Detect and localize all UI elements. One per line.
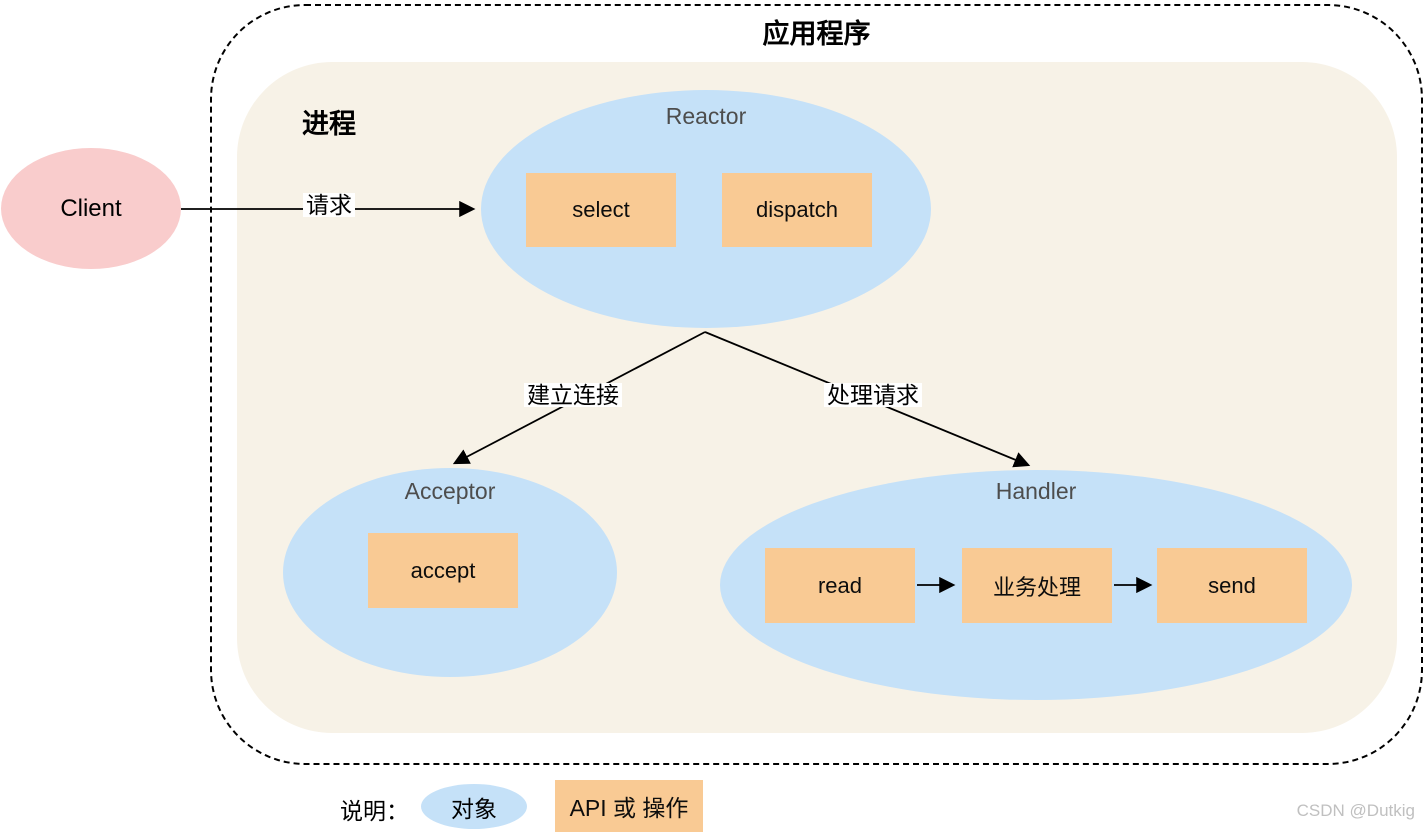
handler-label: Handler [995,478,1077,504]
client-node: Client [1,148,181,269]
acceptor-label: Acceptor [404,478,496,504]
process-label: 进程 [302,109,356,139]
watermark: CSDN @Dutkig [1296,801,1415,820]
application-title: 应用程序 [762,19,871,49]
accept-box: accept [368,533,518,608]
legend-title: 说明： [340,798,409,824]
establish-connection-edge-label: 建立连接 [524,383,622,407]
reactor-label: Reactor [665,103,747,129]
legend-api-box: API 或 操作 [555,780,703,832]
business-process-box: 业务处理 [962,548,1112,623]
application-boundary [210,4,1423,765]
read-box: read [765,548,915,623]
legend-object-ellipse: 对象 [421,784,527,829]
handle-request-edge-label: 处理请求 [824,383,922,407]
request-edge-label: 请求 [303,193,355,217]
send-box: send [1157,548,1307,623]
dispatch-box: dispatch [722,173,872,247]
select-box: select [526,173,676,247]
